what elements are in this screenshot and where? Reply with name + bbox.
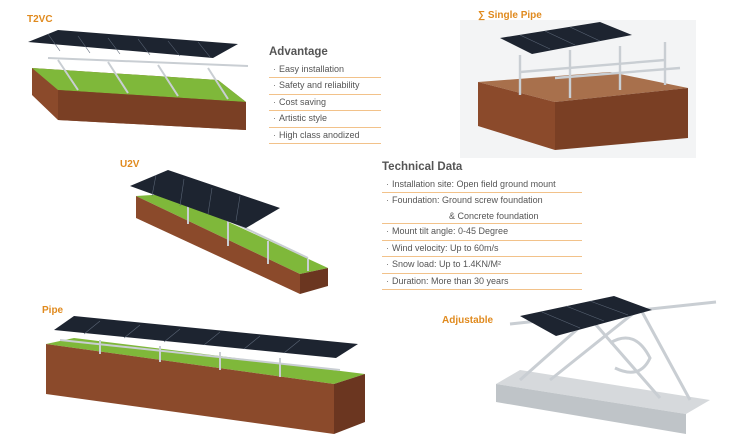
list-item: ·Duration: More than 30 years [382, 274, 582, 290]
list-item: ·Foundation: Ground screw foundation& Co… [382, 193, 582, 225]
label-pipe: Pipe [42, 305, 64, 316]
list-item: ·Easy installation [269, 62, 381, 79]
list-item: ·Cost saving [269, 95, 381, 112]
list-item: ·Snow load: Up to 1.4KN/M² [382, 257, 582, 274]
single-pipe-illustration [478, 22, 688, 150]
t2vc-illustration [28, 30, 249, 130]
list-item: ·Safety and reliability [269, 78, 381, 95]
list-item: ·High class anodized [269, 128, 381, 144]
list-item: ·Wind velocity: Up to 60m/s [382, 241, 582, 258]
list-item: ·Artistic style [269, 111, 381, 128]
u2v-illustration [130, 170, 328, 294]
technical-list: ·Installation site: Open field ground mo… [382, 177, 582, 290]
technical-title: Technical Data [382, 161, 463, 173]
pipe-illustration [46, 316, 365, 434]
list-item: ·Installation site: Open field ground mo… [382, 177, 582, 194]
adjustable-illustration [496, 296, 717, 434]
advantage-title: Advantage [269, 46, 328, 58]
label-single-pipe: ∑ Single Pipe [478, 10, 542, 21]
label-t2vc: T2VC [27, 14, 53, 25]
list-item: ·Mount tilt angle: 0-45 Degree [382, 224, 582, 241]
label-u2v: U2V [120, 159, 140, 170]
advantage-list: ·Easy installation ·Safety and reliabili… [269, 62, 381, 144]
label-adjustable: Adjustable [442, 315, 494, 326]
